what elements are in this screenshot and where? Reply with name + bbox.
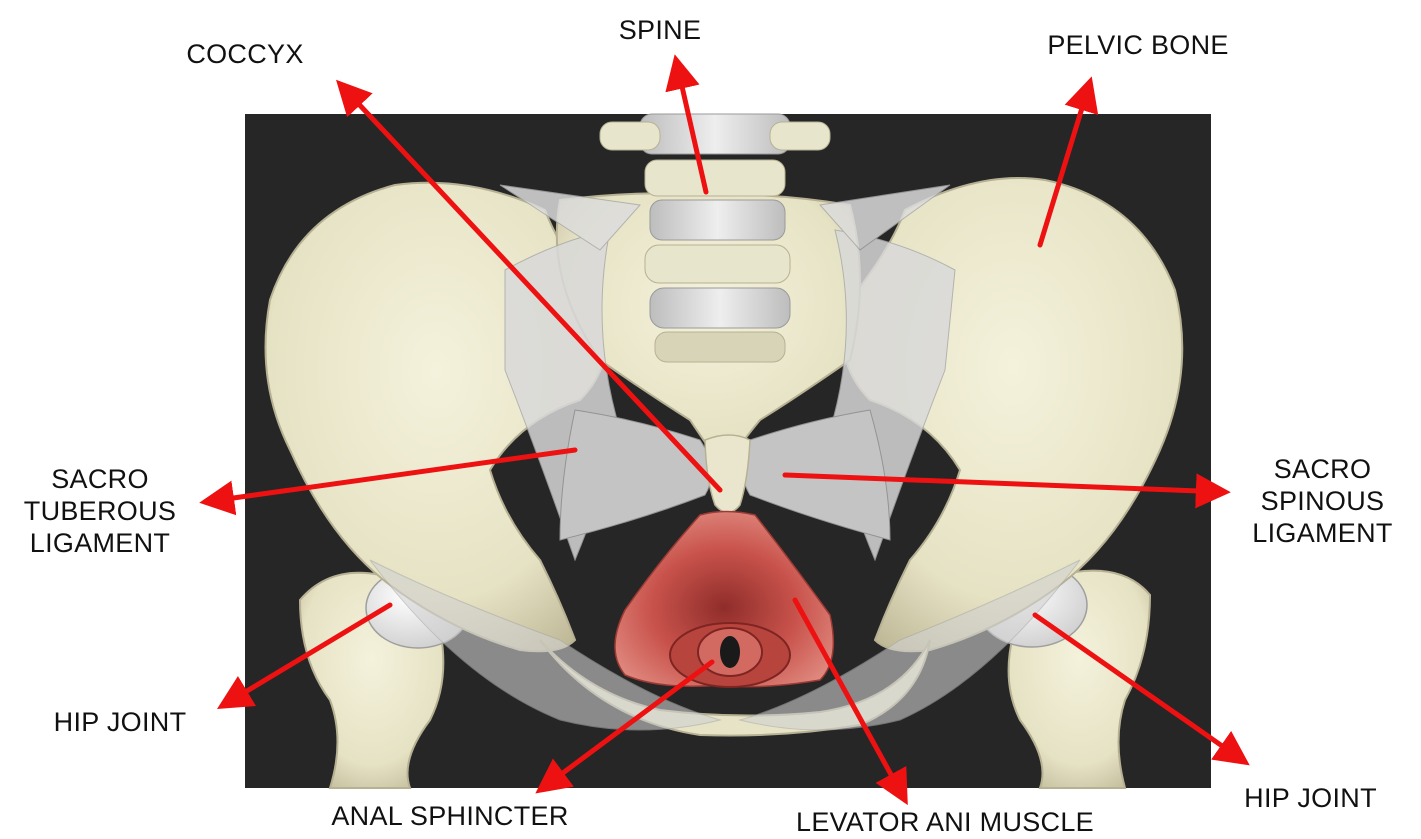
label-anal-sphincter: ANAL SPHINCTER xyxy=(300,800,600,832)
label-hip-joint-right: HIP JOINT xyxy=(1218,782,1403,814)
label-sacro-spinous-ligament: SACRO SPINOUS LIGAMENT xyxy=(1230,453,1415,549)
label-coccyx: COCCYX xyxy=(160,38,330,70)
label-levator-ani-muscle: LEVATOR ANI MUSCLE xyxy=(755,806,1135,838)
label-pelvic-bone: PELVIC BONE xyxy=(1018,29,1258,61)
label-hip-joint-left: HIP JOINT xyxy=(30,706,210,738)
label-sacro-tuberous-ligament: SACRO TUBEROUS LIGAMENT xyxy=(0,463,200,559)
label-spine: SPINE xyxy=(590,14,730,46)
